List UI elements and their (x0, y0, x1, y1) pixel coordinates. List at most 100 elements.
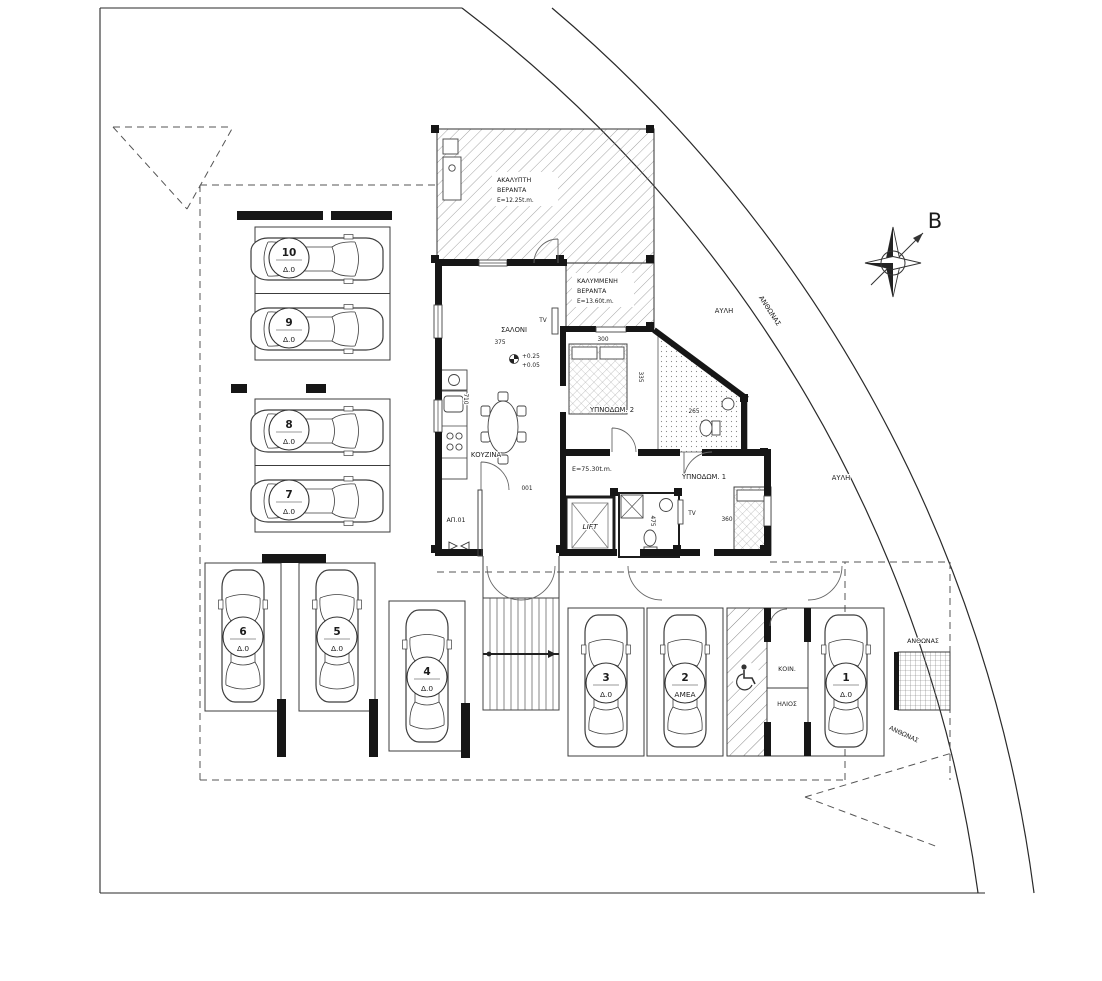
level-upper: +0.25 (522, 354, 540, 360)
parking-number: 3 (602, 672, 609, 684)
dim-kitchen-h: 710 (462, 393, 468, 404)
parking-type: Δ.0 (283, 335, 295, 344)
apartment-no-label: ΑΠ.01 (446, 517, 465, 524)
parking-badge-4: 4 Δ.0 (406, 656, 448, 698)
covered-veranda-label-2: ΒΕΡΑΝΤΑ (577, 288, 607, 295)
parking-type: Δ.0 (331, 644, 343, 653)
utility-closet (766, 607, 809, 757)
parking-bay-1 (807, 607, 885, 757)
utility-bottom-label: ΗΛΙΟΣ (777, 701, 797, 708)
parking-type: Δ.0 (421, 684, 433, 693)
planter-curve-label: ΑΝΘΩΝΑΣ (757, 294, 782, 327)
kitchen-sink-icon (443, 395, 464, 413)
uncovered-veranda-label-1: ΑΚΑΛΥΠΤΗ (497, 177, 531, 184)
tv-living-label: TV (538, 318, 547, 324)
sink-icon (721, 397, 735, 411)
bedroom2-label: ΥΠΝΟΔΩΜ. 2 (589, 406, 634, 414)
north-arrow-icon (864, 226, 924, 298)
parking-badge-2: 2 ΑΜΕΑ (664, 662, 706, 704)
parking-number: 10 (282, 247, 297, 259)
parking-type: Δ.0 (283, 265, 295, 274)
parking-type: Δ.0 (237, 644, 249, 653)
level-marker-icon (509, 354, 519, 364)
planter-right-label: ΑΝΘΩΝΑΣ (907, 638, 939, 645)
parking-number: 4 (423, 666, 430, 678)
planter-bottom-label: ΑΝΘΩΝΑΣ (888, 725, 920, 745)
yard-right-label: ΑΥΛΗ (832, 474, 851, 482)
kitchen-counter (440, 369, 468, 480)
tv-living-icon (551, 307, 559, 335)
door-no-label: 001 (521, 486, 532, 492)
dim-bedroom1: 360 (721, 517, 732, 523)
parking-badge-7: 7 Δ.0 (268, 479, 310, 521)
parking-badge-9: 9 Δ.0 (268, 307, 310, 349)
road-curve-inner (461, 7, 979, 894)
verandas (436, 128, 655, 329)
parking-type: ΑΜΕΑ (674, 690, 695, 699)
parking-badge-6: 6 Δ.0 (222, 616, 264, 658)
site-boundary (99, 7, 1035, 894)
dining-table (480, 391, 527, 465)
veranda-fixture (442, 138, 459, 155)
parking-number: 8 (285, 419, 292, 431)
kitchen-label: ΚΟΥΖΙΝΑ (471, 451, 502, 459)
parking-bay-4 (388, 600, 466, 752)
staircase (482, 556, 560, 711)
parking-number: 1 (842, 672, 849, 684)
lift-label: LIFT (582, 522, 598, 531)
parking-badge-1: 1 Δ.0 (825, 662, 867, 704)
covered-veranda-area: E=13.60t.m. (577, 299, 614, 305)
parking-badges: 10 Δ.0 9 Δ.0 8 Δ.0 7 Δ.0 6 Δ.0 (222, 237, 867, 704)
plan-labels: ΑΚΑΛΥΠΤΗ ΒΕΡΑΝΤΑ E=12.25t.m. ΚΑΛΥΜΜΕΝΗ Β… (445, 176, 940, 746)
toilet-icon (699, 419, 713, 437)
parking-bay-5 (298, 562, 376, 712)
parking-bay-6 (204, 562, 282, 712)
parking-type: Δ.0 (283, 437, 295, 446)
parking-bay-3 (567, 607, 645, 757)
parking-type: Δ.0 (840, 690, 852, 699)
dim-bath: 265 (688, 409, 699, 415)
uncovered-veranda-area: E=12.25t.m. (497, 198, 534, 204)
bedroom1-label: ΥΠΝΟΔΩΜ. 1 (681, 473, 726, 481)
parking-number: 6 (239, 626, 246, 638)
planter-box (897, 651, 951, 711)
parking-type: Δ.0 (283, 507, 295, 516)
building-walls (431, 125, 772, 557)
sink-icon (659, 498, 673, 512)
tv-bedroom-label: TV (687, 511, 696, 517)
parking-number: 2 (681, 672, 688, 684)
parking-number: 5 (333, 626, 340, 638)
tv-bedroom-icon (677, 499, 684, 525)
toilet-icon (643, 529, 657, 547)
wheelchair-icon (732, 662, 760, 691)
parking-bay-2 (646, 607, 724, 757)
uncovered-veranda-label-2: ΒΕΡΑΝΤΑ (497, 187, 527, 194)
parking-badge-8: 8 Δ.0 (268, 409, 310, 451)
dim-living: 375 (494, 340, 505, 346)
veranda-bench (442, 156, 462, 201)
road-curve-outer (551, 7, 1035, 894)
door-arcs (480, 238, 843, 627)
setback-lines (112, 126, 953, 848)
living-room-label: ΣΑΛΟΝΙ (501, 326, 527, 334)
north-label: B (928, 209, 942, 233)
parking-badge-3: 3 Δ.0 (585, 662, 627, 704)
parking-number: 7 (285, 489, 292, 501)
door-symbol (448, 541, 470, 551)
apartment-area-label: E=75.30t.m. (572, 466, 612, 473)
dim-bedroom2-w: 300 (597, 337, 608, 343)
building-interior (440, 307, 772, 558)
covered-veranda-label-1: ΚΑΛΥΜΜΕΝΗ (577, 278, 618, 285)
parking-number: 9 (285, 317, 292, 329)
parking-badge-10: 10 Δ.0 (268, 237, 310, 279)
parking-type: Δ.0 (600, 690, 612, 699)
parking-badge-5: 5 Δ.0 (316, 616, 358, 658)
dim-bedroom2-h: 335 (637, 371, 643, 382)
yard-top-label: ΑΥΛΗ (715, 307, 734, 315)
wc (618, 492, 680, 558)
level-lower: +0.05 (522, 363, 540, 369)
bed-bedroom2 (568, 343, 628, 415)
utility-top-label: ΚΟΙΝ. (778, 666, 796, 673)
